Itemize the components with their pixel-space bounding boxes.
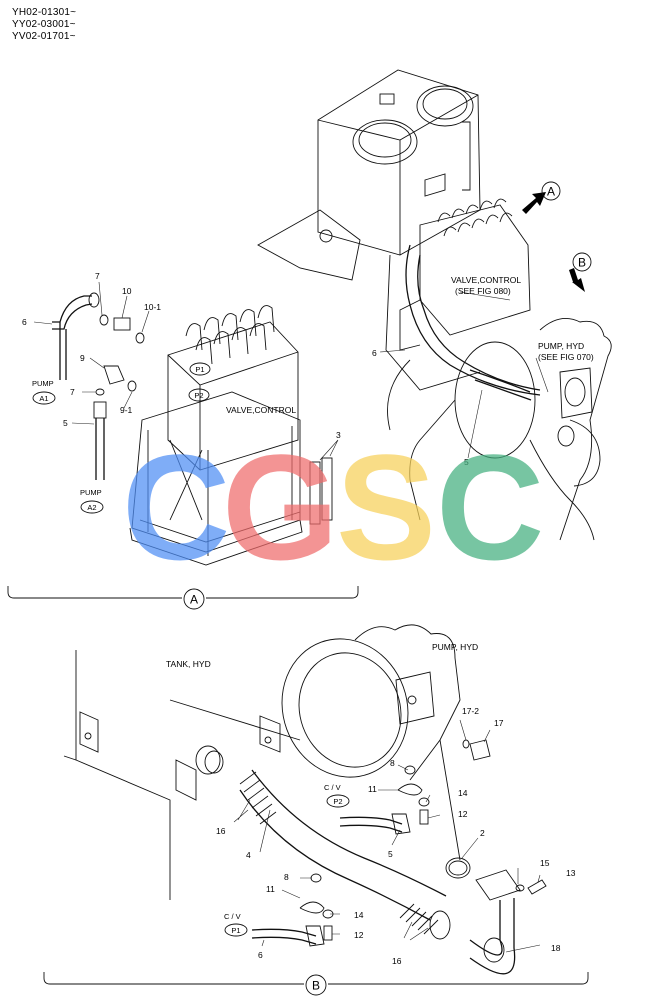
detail-b-callout-18: 18 [551,943,561,953]
port-a2-label: A2 [87,503,96,512]
detail-a-callout-10-1: 10-1 [144,302,161,312]
detail-a-callout-9: 9 [80,353,85,363]
detail-b-callout-11b: 11 [266,884,275,894]
detail-b-callout-17-2: 17-2 [462,706,479,716]
detail-b-callout-5: 5 [388,849,393,859]
port-p2-label: P2 [194,391,203,400]
arrow-b-icon [569,268,585,292]
detail-b-callout-13: 13 [566,868,576,878]
detail-b-marker-circle [305,974,327,996]
serial-range-1: YH02-01301~ [12,7,77,18]
overview-callout-5: 5 [464,457,469,467]
port-a1-oval [32,391,56,405]
detail-b-drawing: P2 P1 TANK, HYD PUMP, HYD C / V C / V 17… [43,624,589,996]
detail-a-valve-label: VALVE,CONTROL [226,405,296,415]
overview-callout-6: 6 [372,348,377,358]
overview-pump-label: PUMP, HYD [538,341,584,351]
detail-b-port-p1-oval [224,923,248,937]
detail-b-port-p2-oval [326,794,350,808]
detail-b-callout-15: 15 [540,858,550,868]
detail-a-pump-label-1: PUMP [32,379,54,388]
overview-marker-a: A [547,185,555,199]
detail-b-callout-17: 17 [494,718,504,728]
detail-a-view-marker: A [190,593,198,607]
detail-b-port-p1: P1 [231,926,240,935]
detail-b-callout-8: 8 [390,758,395,768]
port-p1-label: P1 [195,365,204,374]
detail-b-pump-label: PUMP, HYD [432,642,478,652]
detail-b-view-marker: B [312,979,320,993]
detail-b-callout-2: 2 [480,828,485,838]
serial-range-2: YY02-03001~ [12,19,76,30]
overview-valve-ref: (SEE FIG 080) [455,286,511,296]
detail-a-callout-7b: 7 [70,387,75,397]
port-p1-oval [189,362,211,376]
watermark-letter-s: S [336,423,437,591]
machine-overview: A B VALVE,CONTROL (SEE FIG 080) PUMP, HY… [257,69,612,541]
detail-b-callout-6: 6 [258,950,263,960]
watermark-letter-c1: C [122,423,231,591]
overview-valve-label: VALVE,CONTROL [451,275,521,285]
detail-b-cv-bottom: C / V [224,912,241,921]
detail-a-callout-10: 10 [122,286,132,296]
port-a2-oval [80,500,104,514]
detail-b-callout-11: 11 [368,784,377,794]
detail-b-callout-12b: 12 [354,930,364,940]
detail-a-drawing: P1 P2 A1 A2 VALVE,CONTROL PUMP PUMP 7 10… [7,271,359,610]
detail-b-callout-12: 12 [458,809,468,819]
detail-b-tank-label: TANK, HYD [166,659,211,669]
detail-b-callout-14: 14 [458,788,468,798]
detail-a-marker-circle [183,588,205,610]
detail-a-callout-6: 6 [22,317,27,327]
detail-b-callout-14b: 14 [354,910,364,920]
port-a1-label: A1 [39,394,48,403]
overview-pump-ref: (SEE FIG 070) [538,352,594,362]
detail-a-callout-7: 7 [95,271,100,281]
port-p2-oval [188,388,210,402]
watermark-letter-g: G [222,423,339,591]
detail-a-callout-9-1: 9-1 [120,405,133,415]
detail-b-callout-16b: 16 [392,956,402,966]
detail-a-callout-5: 5 [63,418,68,428]
detail-b-callout-4: 4 [246,850,251,860]
detail-b-callout-8b: 8 [284,872,289,882]
arrow-a-icon [522,192,546,214]
serial-range-3: YV02-01701~ [12,31,76,42]
detail-b-callout-16: 16 [216,826,226,836]
detail-b-port-p2: P2 [333,797,342,806]
marker-b-circle [572,252,592,272]
detail-a-pump-label-2: PUMP [80,488,102,497]
watermark-letter-c2: C [436,423,545,591]
overview-marker-b: B [578,256,586,270]
marker-a-circle [541,181,561,201]
detail-a-callout-3: 3 [336,430,341,440]
detail-b-cv-top: C / V [324,783,341,792]
